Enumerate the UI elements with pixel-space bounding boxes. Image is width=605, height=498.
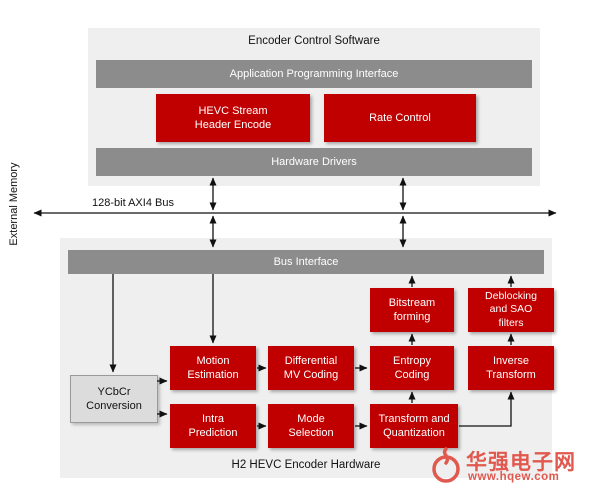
hardware-panel-title: H2 HEVC Encoder Hardware: [231, 459, 381, 471]
rate-control-block: Rate Control: [324, 94, 476, 142]
hqew-logo-icon: [432, 447, 460, 483]
ycbcr-conversion-block: YCbCr Conversion: [70, 375, 158, 423]
software-panel-title: Encoder Control Software: [248, 35, 380, 47]
bitstream-forming-block: Bitstream forming: [370, 288, 454, 332]
bus-interface-bar: Bus Interface: [68, 250, 544, 274]
transform-quantization-block: Transform and Quantization: [370, 404, 458, 448]
deblocking-sao-block: Deblocking and SAO filters: [468, 288, 554, 332]
hevc-stream-header-encode-block: HEVC Stream Header Encode: [156, 94, 310, 142]
external-memory-label: External Memory: [8, 162, 20, 246]
watermark-site-name: 华强电子网: [466, 451, 576, 474]
inverse-transform-block: Inverse Transform: [468, 346, 554, 390]
hardware-drivers-bar: Hardware Drivers: [96, 148, 532, 176]
software-panel: Encoder Control Software Application Pro…: [88, 28, 540, 186]
mode-selection-block: Mode Selection: [268, 404, 354, 448]
differential-mv-coding-block: Differential MV Coding: [268, 346, 354, 390]
api-bar: Application Programming Interface: [96, 60, 532, 88]
intra-prediction-block: Intra Prediction: [170, 404, 256, 448]
axi4-bus-label: 128-bit AXI4 Bus: [92, 197, 174, 209]
motion-estimation-block: Motion Estimation: [170, 346, 256, 390]
watermark-site-url: www.hqew.com: [468, 471, 560, 483]
watermark: 华强电子网 www.hqew.com: [428, 444, 603, 494]
entropy-coding-block: Entropy Coding: [370, 346, 454, 390]
